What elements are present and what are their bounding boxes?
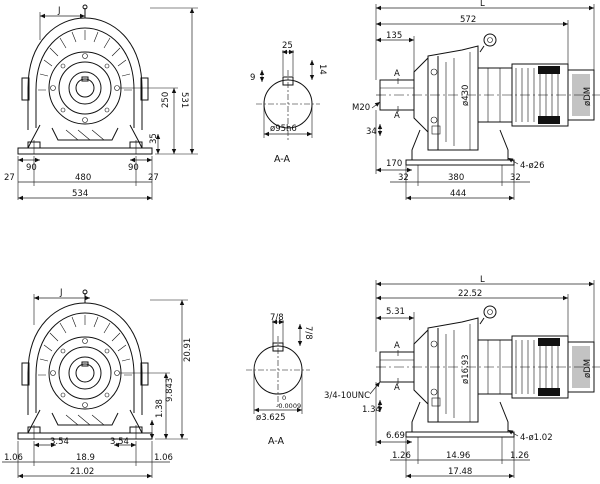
metric-front-27-left: 27 xyxy=(4,173,15,183)
metric-side-a-top: A xyxy=(394,69,400,79)
imperial-section-label: A-A xyxy=(268,436,285,447)
metric-front-dimensions: J 531 250 35 90 90 27 480 27 534 xyxy=(4,6,198,201)
imperial-front-138: 1.38 xyxy=(155,399,165,418)
metric-side-l: L xyxy=(480,0,485,9)
metric-section-25: 25 xyxy=(282,41,293,51)
imperial-front-9843: 9.843 xyxy=(165,378,175,402)
metric-side-572: 572 xyxy=(460,15,476,25)
imperial-front-view xyxy=(17,289,153,440)
imperial-front-106-left: 1.06 xyxy=(4,453,23,463)
metric-front-250: 250 xyxy=(161,92,171,108)
metric-front-view xyxy=(17,4,153,155)
imperial-side-126-right: 1.26 xyxy=(510,451,529,461)
metric-side-135: 135 xyxy=(386,31,402,41)
imperial-side-thread: 3/4-10UNC xyxy=(324,391,370,401)
imperial-side-motor: øDM xyxy=(583,359,593,378)
imperial-front-2102: 21.02 xyxy=(70,467,94,477)
metric-section-label: A-A xyxy=(274,154,291,165)
metric-side-170: 170 xyxy=(386,159,402,169)
metric-front-90-left: 90 xyxy=(26,163,37,173)
metric-side-thread: M20 xyxy=(352,103,370,113)
metric-front-27-right: 27 xyxy=(148,173,159,183)
imperial-side-a-bottom: A xyxy=(394,383,400,393)
imperial-side-holes: 4-ø1.02 xyxy=(520,433,553,443)
imperial-front-354-left: 3.54 xyxy=(50,437,69,447)
metric-side-a-bottom: A xyxy=(394,111,400,121)
imperial-side-1496: 14.96 xyxy=(446,451,470,461)
metric-side-holes: 4-ø26 xyxy=(520,161,545,171)
metric-side-dimensions: L 572 135 A A M20 ø430 øDM 34 170 4-ø26 … xyxy=(352,0,595,201)
imperial-side-a-top: A xyxy=(394,341,400,351)
imperial-section-dia: ø3.625 xyxy=(256,413,286,423)
imperial-side-2252: 22.52 xyxy=(458,289,482,299)
imperial-front-106-right: 1.06 xyxy=(154,453,173,463)
imperial-side-view xyxy=(375,305,600,438)
imperial-front-j: J xyxy=(59,288,63,298)
imperial-side-669: 6.69 xyxy=(386,431,405,441)
metric-side-shaft: ø430 xyxy=(461,85,471,106)
imperial-side-1748: 17.48 xyxy=(448,467,472,477)
metric-side-444: 444 xyxy=(450,189,466,199)
imperial-section-dimensions: 7/8 7/8 0 -0.0009 ø3.625 A-A xyxy=(253,313,313,447)
imperial-side-dimensions: L 22.52 5.31 A A 3/4-10UNC ø16.93 øDM 1.… xyxy=(324,275,595,479)
imperial-section-78-top: 7/8 xyxy=(270,313,284,323)
imperial-side-126-left: 1.26 xyxy=(392,451,411,461)
imperial-section-tol-bottom: -0.0009 xyxy=(276,402,301,410)
imperial-front-dimensions: J 20.91 9.843 1.38 3.54 3.54 1.06 18.9 1… xyxy=(2,288,193,479)
metric-section-9: 9 xyxy=(250,73,255,83)
imperial-section-view xyxy=(245,335,311,407)
imperial-front-354-right: 3.54 xyxy=(110,437,129,447)
metric-section-dia: ø95h6 xyxy=(270,124,297,134)
metric-side-32-left: 32 xyxy=(398,173,409,183)
metric-front-531: 531 xyxy=(179,92,189,108)
metric-section-14: 14 xyxy=(317,64,327,75)
metric-side-34: 34 xyxy=(366,127,377,137)
metric-front-480: 480 xyxy=(75,173,91,183)
metric-front-35: 35 xyxy=(149,133,159,144)
metric-front-j: J xyxy=(57,6,61,16)
metric-section-dimensions: 25 9 14 ø95h6 A-A xyxy=(250,41,327,165)
imperial-front-2091: 20.91 xyxy=(183,338,193,362)
imperial-side-l: L xyxy=(480,275,485,285)
imperial-side-531: 5.31 xyxy=(386,307,405,317)
imperial-section-tol-top: 0 xyxy=(282,394,286,402)
imperial-side-134: 1.34 xyxy=(362,405,381,415)
metric-side-motor: øDM xyxy=(583,87,593,106)
metric-side-380: 380 xyxy=(448,173,464,183)
imperial-front-189: 18.9 xyxy=(76,453,95,463)
imperial-section-78-side: 7/8 xyxy=(303,326,313,340)
metric-side-view xyxy=(375,33,600,166)
metric-front-90-right: 90 xyxy=(128,163,139,173)
metric-side-32-right: 32 xyxy=(510,173,521,183)
imperial-side-shaft: ø16.93 xyxy=(461,354,471,384)
metric-front-534: 534 xyxy=(72,189,88,199)
